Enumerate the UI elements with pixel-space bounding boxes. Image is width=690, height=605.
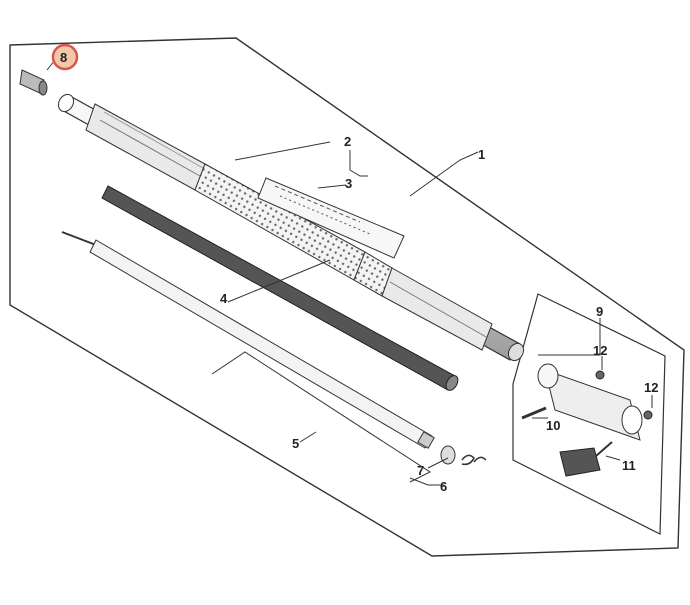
- callout-12a: 12: [593, 343, 607, 358]
- callout-4: 4: [220, 291, 228, 306]
- drive-tube: [57, 93, 525, 362]
- drive-shaft: [101, 185, 459, 391]
- callout-10: 10: [546, 418, 560, 433]
- callout-6: 6: [440, 479, 447, 494]
- highlight-ring: [51, 43, 79, 71]
- clamp-subassembly-frame: [512, 293, 666, 535]
- assembly-frame: [9, 37, 685, 557]
- callout-3: 3: [345, 176, 352, 191]
- callout-2: 2: [344, 134, 351, 149]
- callout-5: 5: [292, 436, 299, 451]
- leader-lines: [46, 59, 653, 486]
- bushing-and-clip: [440, 445, 487, 466]
- flex-shaft: [61, 231, 435, 449]
- callout-1: 1: [478, 147, 485, 162]
- end-cap: [19, 69, 48, 96]
- clamp-assembly: [521, 363, 653, 477]
- callout-9: 9: [596, 304, 603, 319]
- callout-8: 8: [60, 50, 67, 65]
- label-decal: [257, 177, 405, 259]
- callout-7: 7: [417, 463, 424, 478]
- callout-12b: 12: [644, 380, 658, 395]
- callout-11: 11: [622, 458, 636, 473]
